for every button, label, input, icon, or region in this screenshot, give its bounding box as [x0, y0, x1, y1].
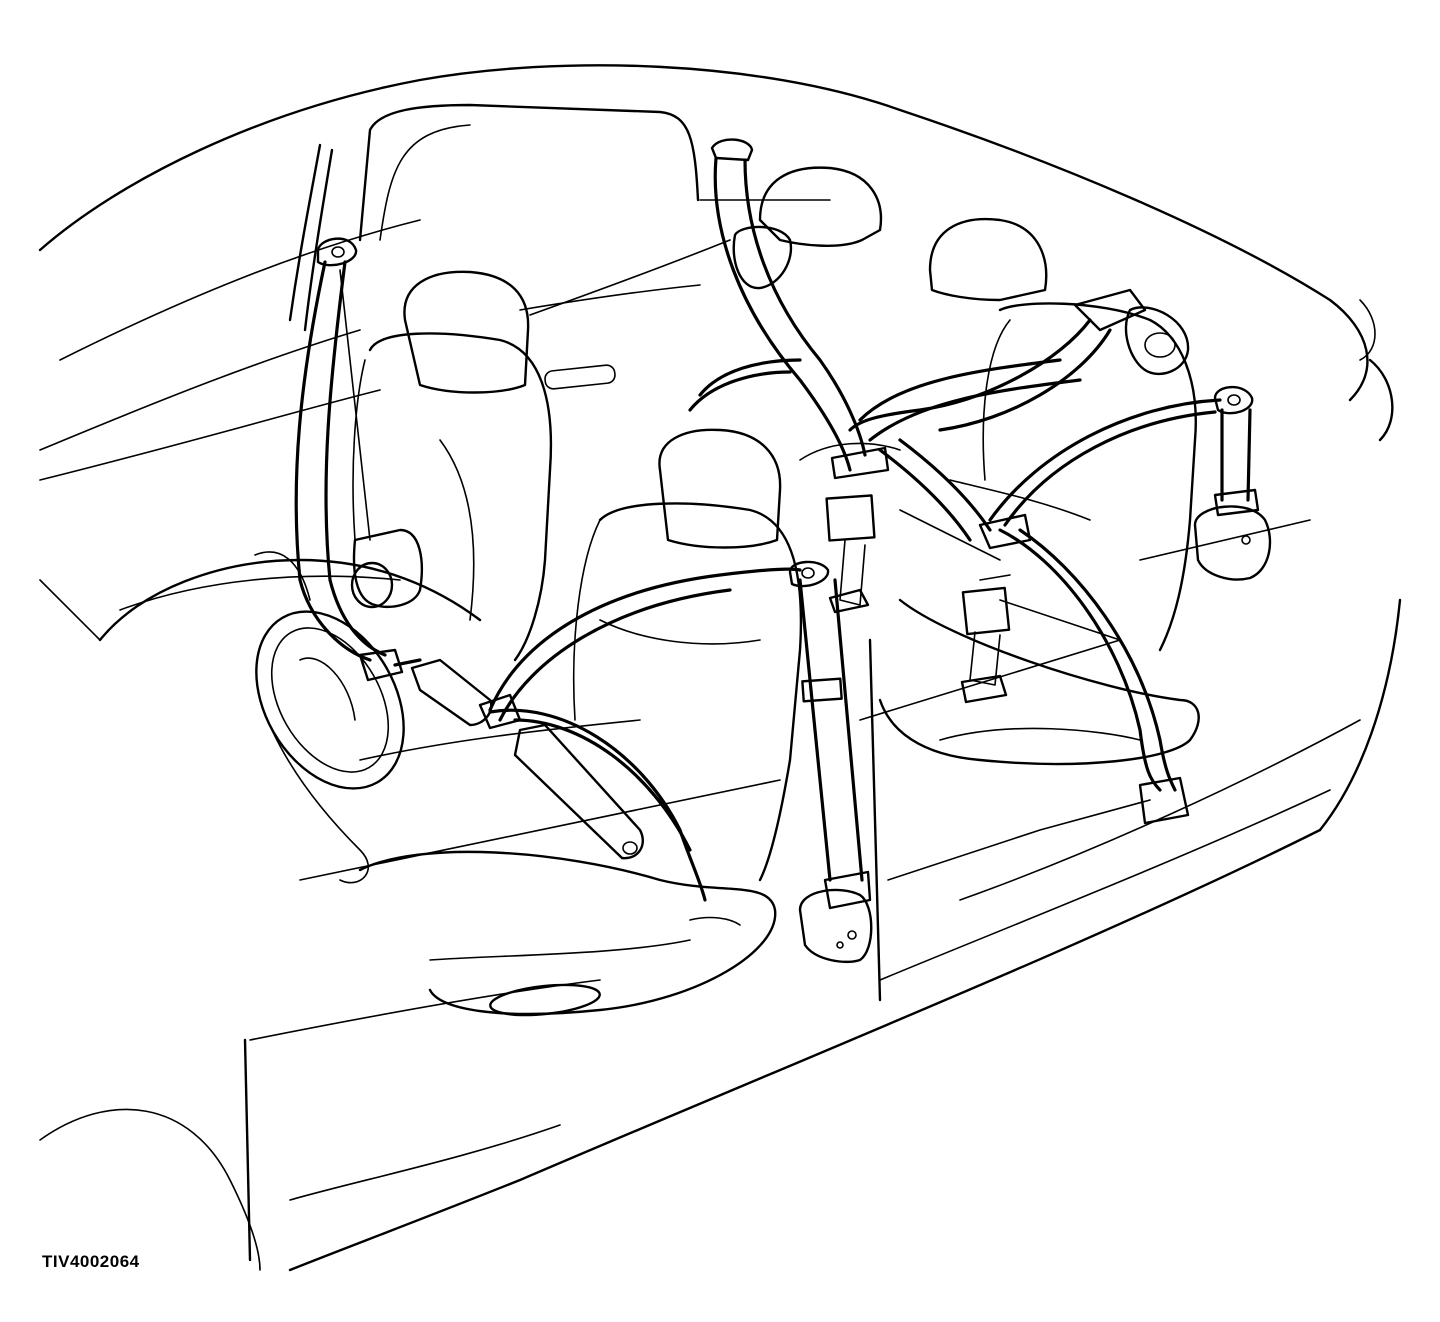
seat-belt-driver	[254, 237, 493, 727]
seat-belt-rear-center	[848, 288, 1190, 542]
front-seat-right	[358, 428, 803, 1017]
seat-belt-rear-right	[960, 385, 1272, 825]
seat-belt-b-pillar	[798, 578, 873, 964]
car-body-outline	[38, 64, 1402, 1272]
dashboard	[98, 558, 482, 884]
interior-lines	[299, 442, 1311, 881]
figure-code-label: TIV4002064	[42, 1252, 140, 1271]
front-seat-left	[352, 270, 553, 662]
rear-seat-left-headrest	[758, 166, 883, 247]
rear-window-area	[358, 103, 700, 242]
steering-wheel	[255, 610, 405, 790]
door-trim	[519, 284, 701, 390]
rear-seat-right	[878, 217, 1200, 766]
seat-belt-passenger	[478, 560, 830, 902]
